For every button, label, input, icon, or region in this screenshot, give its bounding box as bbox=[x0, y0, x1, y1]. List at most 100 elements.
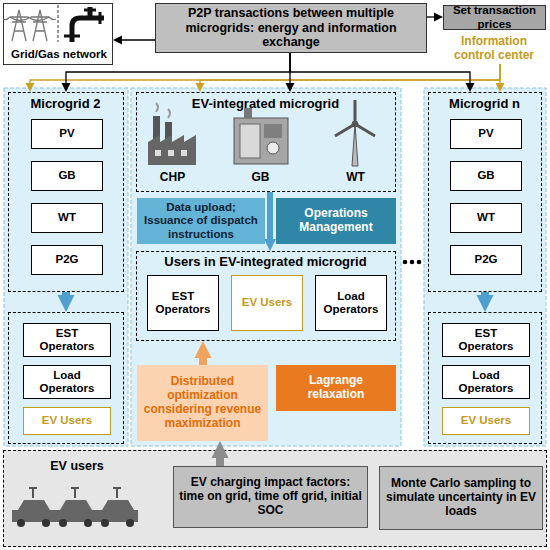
node-text: EV-integrated microgrid bbox=[137, 97, 394, 112]
source-box: P2G bbox=[31, 245, 103, 275]
ellipsis-dots bbox=[403, 260, 422, 265]
node-text: EV Users bbox=[242, 296, 293, 309]
operations-box: Operations Management bbox=[276, 198, 396, 244]
connector-arrow bbox=[427, 16, 438, 17]
source-box: PV bbox=[31, 119, 103, 149]
connector-arrow bbox=[289, 53, 290, 87]
arrow-head bbox=[466, 83, 475, 92]
price-box: Set transaction prices bbox=[443, 5, 546, 30]
connector-arrow bbox=[118, 39, 155, 40]
node-text: Microgrid 2 bbox=[9, 97, 122, 112]
operator-box: EST Operators bbox=[23, 323, 111, 357]
connector-arrow bbox=[267, 192, 273, 244]
arrow-head bbox=[212, 441, 229, 458]
node-text: WT bbox=[477, 211, 495, 224]
arrow-head bbox=[195, 341, 212, 358]
source-box: GB bbox=[31, 161, 103, 191]
node-text: Load Operators bbox=[319, 290, 383, 316]
node-text: Information control center bbox=[443, 35, 545, 63]
arrow-head bbox=[26, 83, 35, 92]
ev-user-area: EV users EV charging impact factors: time… bbox=[3, 450, 547, 547]
info-center-label: Information control center bbox=[440, 34, 548, 64]
ev-user-box: EV Users bbox=[23, 407, 111, 435]
connector-arrow bbox=[481, 292, 489, 302]
component-label: CHP bbox=[145, 170, 200, 184]
node-text: Load Operators bbox=[446, 369, 526, 395]
car-icon bbox=[12, 488, 54, 527]
arrow-head bbox=[113, 36, 122, 45]
user-group-box: EST OperatorsLoad Operators EV Users bbox=[428, 312, 542, 444]
data-upload-box: Data upload; Issuance of dispatch instru… bbox=[137, 198, 265, 244]
connector-arrow bbox=[499, 64, 501, 87]
source-box: WT bbox=[450, 203, 522, 233]
factor-box: EV charging impact factors: time on grid… bbox=[173, 466, 368, 528]
pipe-icon bbox=[64, 7, 104, 42]
connector-arrow bbox=[290, 53, 470, 87]
node-text: PV bbox=[59, 127, 74, 140]
node-text: EST Operators bbox=[27, 327, 107, 353]
wind-turbine-icon bbox=[335, 100, 375, 166]
node-text: P2G bbox=[55, 253, 78, 266]
user-group-box: EST OperatorsLoad Operators EV Users bbox=[8, 312, 124, 444]
component-label: GB bbox=[233, 170, 288, 184]
node-text: PV bbox=[478, 127, 493, 140]
arrow-head bbox=[286, 83, 295, 92]
ev-user-box: EV Users bbox=[231, 275, 303, 331]
microgrid-box: Microgrid nPVGBWTP2G bbox=[428, 92, 542, 292]
node-text: Distributed optimization considering rev… bbox=[140, 375, 265, 430]
source-box: P2G bbox=[450, 245, 522, 275]
node-text: Lagrange relaxation bbox=[279, 374, 393, 402]
sampling-box: Monte Carlo sampling to simulate uncerta… bbox=[379, 466, 543, 530]
operator-box: EST Operators bbox=[147, 275, 219, 331]
component-label: WT bbox=[328, 170, 383, 184]
operator-box: Load Operators bbox=[315, 275, 387, 331]
operator-box: Load Operators bbox=[23, 365, 111, 399]
microgrid-panel bbox=[4, 88, 128, 446]
grid-gas-box: Grid/Gas network bbox=[3, 3, 113, 65]
node-text: Grid/Gas network bbox=[6, 48, 112, 61]
divider-line bbox=[58, 5, 59, 42]
node-text: GB bbox=[477, 169, 494, 182]
pylon-icon bbox=[3, 10, 56, 41]
node-text: P2G bbox=[474, 253, 497, 266]
operator-box: EST Operators bbox=[442, 323, 530, 357]
optimization-box: Distributed optimization considering rev… bbox=[137, 365, 268, 441]
microgrid-panel bbox=[131, 88, 401, 446]
node-text: Operations Management bbox=[279, 207, 393, 235]
connector-arrow bbox=[62, 292, 70, 302]
node-text: EV users bbox=[12, 459, 142, 473]
node-text: P2P transactions between multiple microg… bbox=[159, 6, 423, 49]
node-text: Users in EV-integrated microgrid bbox=[137, 255, 394, 270]
connector-arrow bbox=[66, 53, 290, 87]
source-box: GB bbox=[450, 161, 522, 191]
arrow-head bbox=[196, 83, 205, 92]
method-box: Lagrange relaxation bbox=[276, 365, 396, 411]
arrow-head bbox=[477, 295, 494, 312]
node-text: Set transaction prices bbox=[447, 4, 542, 30]
user-group-box: Users in EV-integrated microgridEST Oper… bbox=[136, 251, 396, 341]
p2p-box: P2P transactions between multiple microg… bbox=[155, 3, 427, 53]
node-text: EV charging impact factors: time on grid… bbox=[177, 476, 364, 517]
node-text: EST Operators bbox=[151, 290, 215, 316]
connector-arrow bbox=[199, 351, 207, 365]
node-text: Data upload; Issuance of dispatch instru… bbox=[140, 201, 262, 241]
arrow-head bbox=[434, 13, 443, 22]
microgrid-box: Microgrid 2 PV GB WT P2G bbox=[8, 92, 124, 292]
node-text: Monte Carlo sampling to simulate uncerta… bbox=[383, 477, 539, 518]
node-text: Load Operators bbox=[27, 369, 107, 395]
gas-boiler-icon bbox=[234, 108, 288, 164]
arrow-head bbox=[264, 239, 276, 251]
connector-arrow bbox=[30, 64, 500, 87]
arrow-head bbox=[58, 295, 75, 312]
connector-arrow bbox=[200, 64, 500, 87]
node-text: WT bbox=[58, 211, 76, 224]
node-text: GB bbox=[58, 169, 75, 182]
node-text: EV Users bbox=[461, 414, 512, 427]
source-box: PV bbox=[450, 119, 522, 149]
microgrid-panel bbox=[424, 88, 546, 446]
chp-icon bbox=[148, 103, 196, 165]
connector-arrow bbox=[216, 451, 224, 466]
node-text: EV Users bbox=[42, 414, 93, 427]
operator-box: Load Operators bbox=[442, 365, 530, 399]
